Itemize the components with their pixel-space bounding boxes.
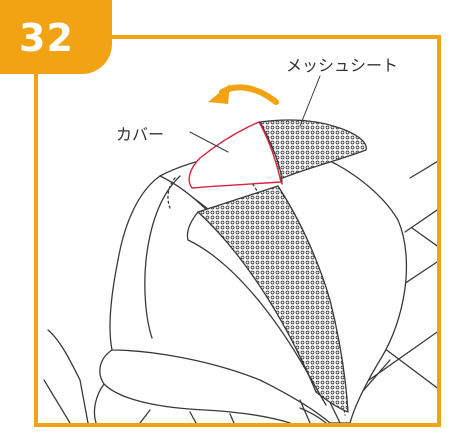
cover-label: カバー	[116, 125, 165, 144]
step-badge: 32	[0, 0, 112, 74]
mesh-seat-leader-line	[299, 75, 321, 127]
curved-arrow-left-icon	[208, 84, 279, 105]
cover-leader-line	[189, 131, 229, 153]
canopy-rim	[99, 349, 291, 423]
mesh-panel	[197, 185, 349, 413]
mesh-seat-label: メッシュシート	[286, 56, 399, 75]
step-number: 32	[19, 16, 74, 60]
cover-flap	[188, 121, 282, 189]
